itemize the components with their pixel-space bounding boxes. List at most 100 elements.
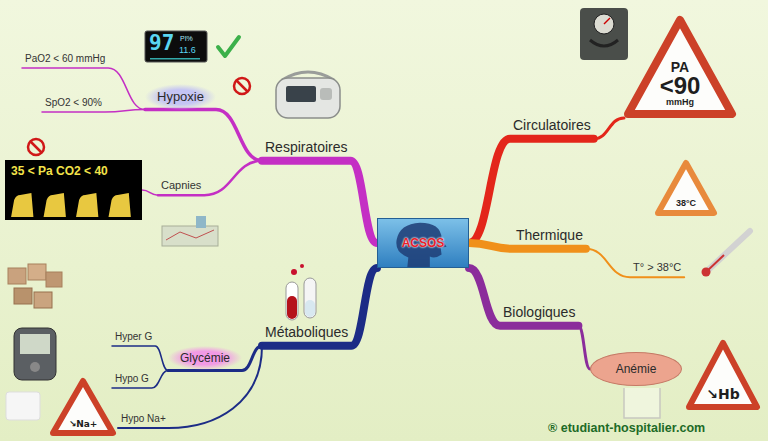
mindmap-branch xyxy=(112,346,168,370)
warning-text: ↘Na+ xyxy=(69,420,98,429)
mindmap-branch xyxy=(42,110,145,112)
leaf-label: Hyper G xyxy=(112,330,155,346)
prohibit-sign xyxy=(28,139,44,155)
capnograph-thumbnail xyxy=(162,216,218,246)
meter-button xyxy=(30,362,40,372)
mindmap-branch xyxy=(594,118,624,139)
warning-triangle: ↘Hb xyxy=(686,340,760,410)
triangle-shape xyxy=(628,20,732,114)
display-screen xyxy=(145,31,207,62)
watermark: ® etudiant-hospitalier.com xyxy=(548,422,705,436)
thermometer-glass xyxy=(706,231,750,272)
capnogram-trace xyxy=(7,193,140,217)
salt-pile xyxy=(6,392,40,420)
node-text: Glycémie xyxy=(180,351,230,365)
sugar-cube xyxy=(34,292,52,308)
gauge-needle xyxy=(604,18,610,24)
node-text: Hyper G xyxy=(115,331,152,343)
head-profile xyxy=(396,223,446,267)
mindmap-branch xyxy=(112,370,168,388)
prohibit-ring xyxy=(28,139,44,155)
thermometer xyxy=(702,231,751,277)
mindmap-branch xyxy=(142,190,158,195)
warning-text: ↘Hb xyxy=(706,387,739,401)
oximeter-button xyxy=(320,88,332,100)
branch-label: Thermique xyxy=(513,226,586,249)
warning-text: <90 xyxy=(660,74,701,98)
highlighted-topic: Hypoxie xyxy=(145,84,216,110)
mindmap-branch xyxy=(168,346,262,371)
warning-triangle: 38°C xyxy=(655,160,717,216)
branch-label: Biologiques xyxy=(500,303,578,326)
warning-text: 38°C xyxy=(676,199,696,208)
warning-text: mmHg xyxy=(666,98,694,107)
blood-drop xyxy=(291,269,297,275)
leaf-label: PaO2 < 60 mmHg xyxy=(22,52,108,68)
thermometer-bulb xyxy=(702,268,711,277)
oximeter-display xyxy=(145,31,207,62)
highlighted-topic: Glycémie xyxy=(168,346,242,370)
triangle-shape xyxy=(658,163,714,213)
mindmap-branch xyxy=(158,161,262,195)
sugar-cube xyxy=(8,268,26,284)
oximeter-unit: PI% xyxy=(180,35,193,43)
tube xyxy=(286,282,298,320)
warning-text: PA xyxy=(671,60,689,74)
node-text: Thermique xyxy=(516,227,583,244)
triangle-shape xyxy=(689,343,757,407)
beaker xyxy=(624,388,660,418)
meter-screen xyxy=(20,334,50,354)
blood-pressure-cuff xyxy=(580,8,628,60)
test-tubes xyxy=(286,264,316,320)
node-text: Circulatoires xyxy=(513,117,591,134)
oximeter-body xyxy=(276,78,340,118)
branch-label: Respiratoires xyxy=(262,138,350,161)
node-text: Biologiques xyxy=(503,304,575,321)
cuff-body xyxy=(580,8,628,60)
prohibit-ring xyxy=(234,78,250,94)
branch-label: Circulatoires xyxy=(510,116,594,139)
sugar-cubes xyxy=(8,264,62,308)
mindmap-branch xyxy=(469,243,586,249)
node-text: Anémie xyxy=(616,362,657,376)
mindmap-branch xyxy=(145,110,262,161)
mindmap-branch xyxy=(262,161,377,243)
leaf-label: Hypo G xyxy=(112,372,152,388)
triangle-shape xyxy=(53,381,113,433)
topic-ellipse: Anémie xyxy=(590,352,682,386)
oximeter-reading: 97 xyxy=(149,32,174,55)
mindmap-branch xyxy=(578,326,590,369)
tube-blood xyxy=(287,296,297,319)
pulse-oximeter xyxy=(276,72,340,118)
leaf-label: T° > 38°C xyxy=(630,260,684,277)
mindmap-branch xyxy=(262,268,377,346)
cuff-tube xyxy=(590,40,618,46)
prohibit-bar xyxy=(31,142,42,153)
mindmap-branch xyxy=(469,139,594,243)
thumbnail-trace xyxy=(166,230,214,240)
sugar-cube xyxy=(28,264,46,280)
display-bar xyxy=(150,58,200,60)
glucose-meter xyxy=(14,328,56,380)
node-text: Capnies xyxy=(161,179,201,192)
leaf-label: Hypo Na+ xyxy=(118,412,169,428)
node-text: Métaboliques xyxy=(265,324,348,341)
node-text: T° > 38°C xyxy=(633,261,681,274)
prohibit-sign xyxy=(234,78,250,94)
node-text: 35 < Pa CO2 < 40 xyxy=(11,164,136,178)
sugar-cube xyxy=(46,272,62,287)
cuff-gauge xyxy=(594,14,614,34)
node-text: PaO2 < 60 mmHg xyxy=(25,53,105,65)
thumbnail-frame xyxy=(162,226,218,246)
branch-label: Métaboliques xyxy=(262,323,351,346)
warning-triangle: ↘Na+ xyxy=(50,378,116,436)
mindmap-branch xyxy=(22,68,145,110)
node-text: Hypo Na+ xyxy=(121,413,166,425)
node-text: Hypoxie xyxy=(157,89,204,105)
leaf-label: SpO2 < 90% xyxy=(42,96,105,112)
tube-serum xyxy=(305,300,315,317)
thumbnail-tube xyxy=(196,216,206,228)
sugar-cube xyxy=(14,288,32,304)
meter-body xyxy=(14,328,56,380)
prohibit-bar xyxy=(237,81,248,92)
